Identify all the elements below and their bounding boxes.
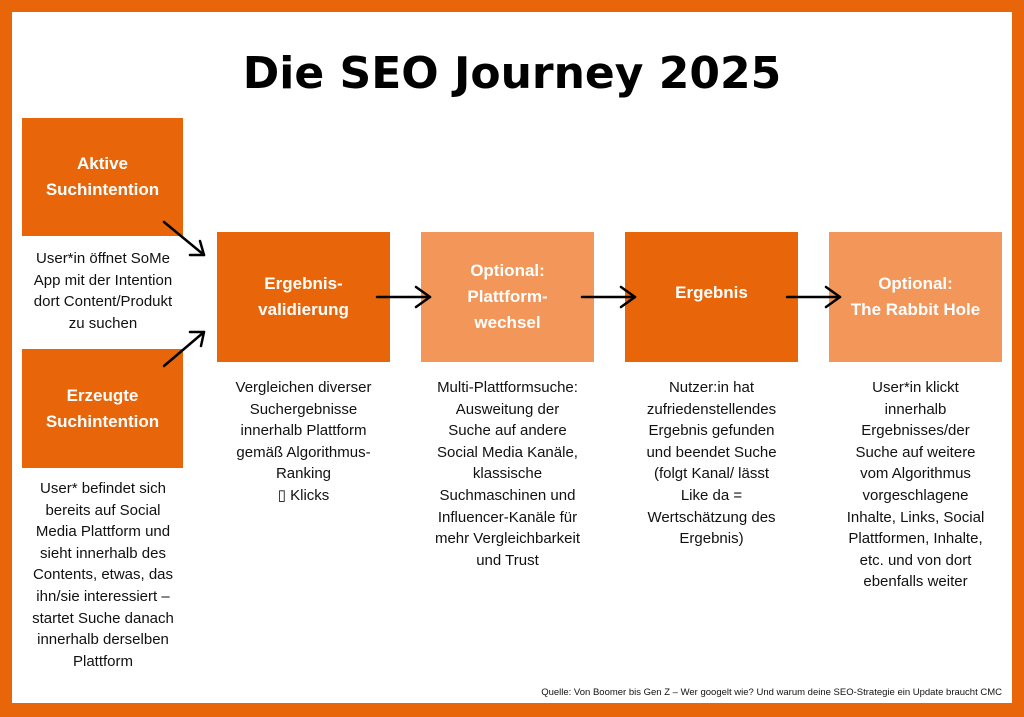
arrow-icon	[162, 220, 206, 257]
desc-rabbit: User*in klickt innerhalb Ergebnisses/der…	[846, 379, 985, 591]
box-rabbit-hole: Optional: The Rabbit Hole	[829, 232, 1002, 362]
arrow-icon	[162, 330, 206, 368]
desc-erzeugte: User* befindet sich bereits auf Social M…	[32, 480, 174, 670]
box-erzeugte-suchintention: Erzeugte Suchintention	[22, 349, 183, 468]
page-title: Die SEO Journey 2025	[242, 48, 782, 99]
box-ergebnisvalidierung: Ergebnis- validierung	[217, 232, 390, 362]
box-ergebnis-label: Ergebnis	[675, 283, 748, 302]
source-note: Quelle: Von Boomer bis Gen Z – Wer googe…	[541, 687, 1002, 698]
box-ergebnis: Ergebnis	[625, 232, 798, 362]
arrow-icon	[580, 285, 637, 309]
arrow-icon	[785, 285, 842, 309]
desc-aktive: User*in öffnet SoMe App mit der Intentio…	[33, 250, 173, 332]
box-aktive-suchintention: Aktive Suchintention	[22, 118, 183, 236]
box-plattformwechsel: Optional: Plattform- wechsel	[421, 232, 594, 362]
desc-ergebnis: Nutzer:in hat zufriedenstellendes Ergebn…	[646, 379, 777, 548]
desc-plattformwechsel: Multi-Plattformsuche: Ausweitung der Suc…	[434, 379, 581, 569]
arrow-icon	[375, 285, 432, 309]
desc-validierung: Vergleichen diverser Suchergebnisse inne…	[235, 379, 372, 504]
